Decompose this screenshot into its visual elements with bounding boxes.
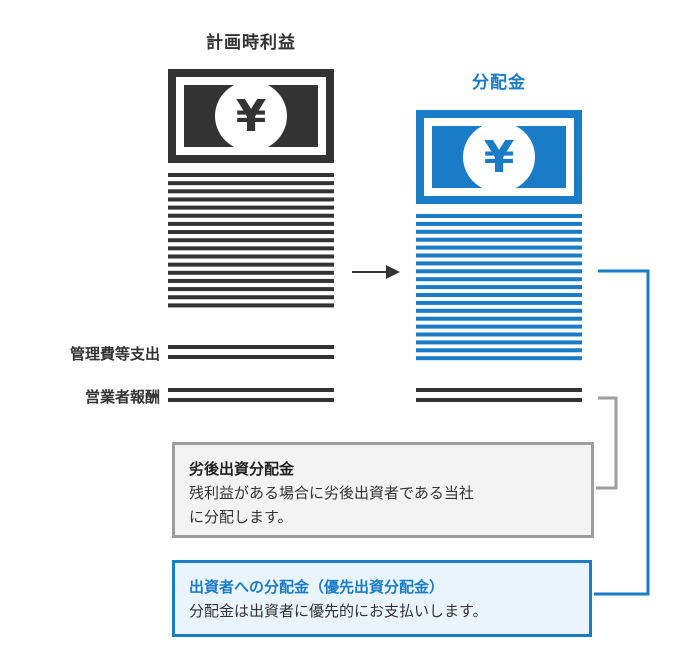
planned-profit-stack bbox=[168, 173, 334, 308]
distribution-line bbox=[416, 308, 582, 313]
planned-profit-line bbox=[168, 189, 334, 194]
subordinated-lines bbox=[416, 388, 582, 402]
distribution-line bbox=[416, 356, 582, 361]
subordinated-card-title: 劣後出資分配金 bbox=[189, 460, 295, 478]
planned-profit-line bbox=[168, 213, 334, 218]
investor-card-body: 分配金は出資者に優先的にお支払いします。 bbox=[189, 602, 488, 620]
planned-profit-line bbox=[168, 221, 334, 226]
subordinated-line bbox=[416, 388, 582, 392]
distribution-stack bbox=[416, 214, 582, 361]
planned-profit-coin bbox=[215, 81, 287, 151]
planned-profit-line bbox=[168, 278, 334, 283]
yen-icon: ¥ bbox=[484, 132, 515, 183]
planned-profit-line bbox=[168, 287, 334, 292]
planned-profit-line bbox=[168, 230, 334, 235]
planned-profit-line bbox=[168, 303, 334, 308]
planned-profit-line bbox=[168, 238, 334, 243]
planned-profit-line bbox=[168, 270, 334, 275]
planned-profit-title: 計画時利益 bbox=[206, 33, 296, 53]
distribution-line bbox=[416, 340, 582, 345]
distribution-line bbox=[416, 300, 582, 305]
planned-profit-line bbox=[168, 205, 334, 210]
investor-card: 出資者への分配金（優先出資分配金） 分配金は出資者に優先的にお支払いします。 bbox=[172, 560, 592, 637]
management-fee-lines bbox=[168, 345, 334, 359]
distribution-bill: ¥ bbox=[416, 110, 582, 204]
distribution-line bbox=[416, 324, 582, 329]
distribution-line bbox=[416, 214, 582, 218]
operator-fee-label: 営業者報酬 bbox=[84, 388, 160, 406]
operator-fee-line bbox=[168, 388, 334, 392]
yen-icon: ¥ bbox=[236, 91, 267, 142]
subordinated-line bbox=[416, 398, 582, 402]
planned-profit-bill: ¥ bbox=[168, 69, 334, 163]
distribution-line bbox=[416, 348, 582, 353]
arrow-icon bbox=[352, 265, 400, 279]
planned-profit-line bbox=[168, 254, 334, 259]
subordinated-card-body-line1: 残利益がある場合に劣後出資者である当社 bbox=[189, 484, 474, 502]
distribution-line bbox=[416, 277, 582, 282]
planned-profit-line bbox=[168, 181, 334, 186]
planned-profit-line bbox=[168, 295, 334, 300]
planned-profit-line bbox=[168, 173, 334, 177]
distribution-line bbox=[416, 285, 582, 290]
distribution-line bbox=[416, 229, 582, 234]
distribution-line bbox=[416, 269, 582, 274]
operator-fee-lines bbox=[168, 388, 334, 402]
distribution-line bbox=[416, 332, 582, 337]
distribution-line bbox=[416, 316, 582, 321]
planned-profit-line bbox=[168, 197, 334, 202]
subordinated-card: 劣後出資分配金 残利益がある場合に劣後出資者である当社 に分配します。 bbox=[172, 442, 594, 538]
management-fee-label: 管理費等支出 bbox=[69, 345, 160, 363]
distribution-line bbox=[416, 293, 582, 297]
subordinated-card-body-line2: に分配します。 bbox=[189, 508, 293, 526]
management-fee-line bbox=[168, 345, 334, 349]
planned-profit-line bbox=[168, 246, 334, 251]
distribution-coin bbox=[463, 122, 535, 192]
management-fee-line bbox=[168, 355, 334, 359]
distribution-title: 分配金 bbox=[472, 73, 526, 93]
planned-profit-line bbox=[168, 262, 334, 267]
operator-fee-line bbox=[168, 398, 334, 402]
investor-card-title: 出資者への分配金（優先出資分配金） bbox=[189, 578, 445, 596]
distribution-line bbox=[416, 261, 582, 266]
distribution-line bbox=[416, 245, 582, 250]
subordinated-bracket bbox=[596, 396, 618, 490]
distribution-line bbox=[416, 253, 582, 258]
distribution-line bbox=[416, 221, 582, 226]
distribution-line bbox=[416, 237, 582, 242]
distribution-bracket bbox=[594, 269, 650, 596]
